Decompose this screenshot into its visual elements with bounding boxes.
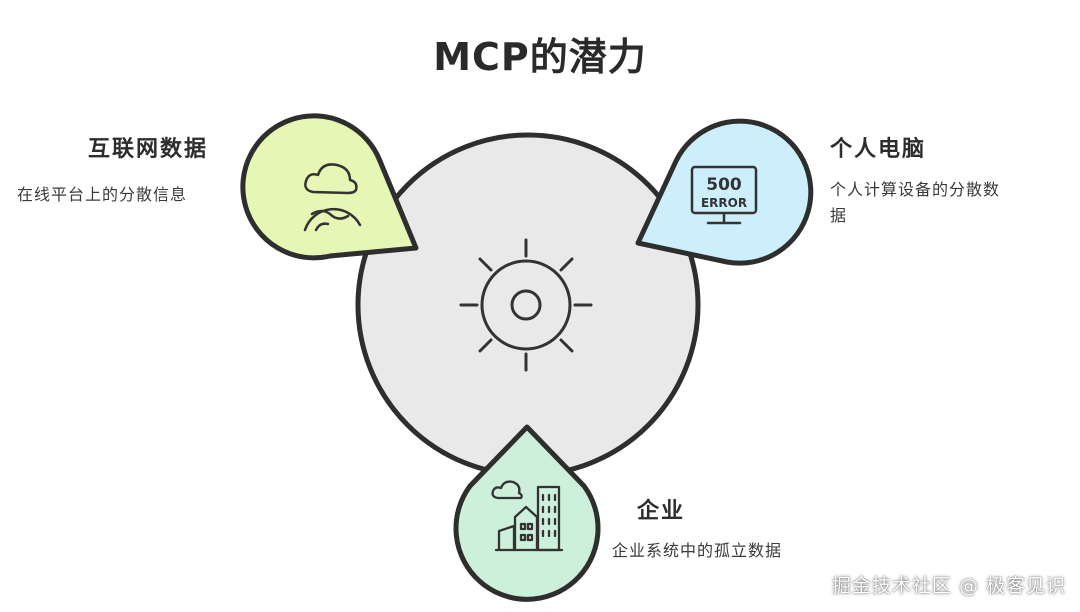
internet-title: 互联网数据 — [88, 137, 209, 162]
pc-desc-line1: 个人计算设备的分散数 — [830, 180, 1001, 199]
monitor-error: ERROR — [701, 196, 747, 210]
sun-icon — [459, 238, 593, 372]
enterprise-title: 企业 — [637, 499, 686, 524]
pc-drop — [635, 118, 814, 266]
enterprise-desc: 企业系统中的孤立数据 — [612, 541, 783, 560]
internet-desc: 在线平台上的分散信息 — [17, 185, 188, 204]
watermark: 掘金技术社区 @ 极客见识 — [831, 575, 1066, 597]
monitor-code: 500 — [706, 175, 742, 195]
buildings-cloud-icon — [491, 480, 564, 552]
center-circle — [355, 132, 701, 478]
monitor-icon: 500 ERROR — [690, 165, 758, 225]
internet-drop — [240, 113, 419, 261]
pc-desc-line2: 据 — [830, 206, 848, 225]
enterprise-drop — [453, 424, 601, 602]
pc-title: 个人电脑 — [830, 137, 927, 162]
cloud-globe-icon — [303, 163, 362, 232]
page-title: MCP的潜力 — [433, 35, 647, 79]
